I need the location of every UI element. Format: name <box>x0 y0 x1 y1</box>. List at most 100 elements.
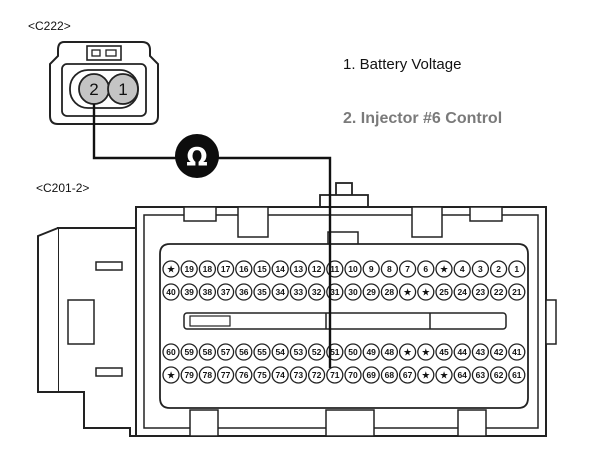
c201-2-pin-label: 12 <box>312 264 322 274</box>
c201-2-pin-cell <box>398 343 417 361</box>
c201-2-pin-cell <box>417 343 435 361</box>
c201-2-pin-label: 64 <box>457 370 467 380</box>
c201-2-pin-cell <box>326 366 344 384</box>
c201-2-pin-label: 55 <box>257 347 267 357</box>
c201-2-pin-label: 40 <box>166 287 176 297</box>
c201-2-pin-label: 45 <box>439 347 449 357</box>
c201-2-pin-cell <box>417 366 435 384</box>
c201-2-pin-label: 53 <box>294 347 304 357</box>
c201-2-pin-label: 33 <box>294 287 304 297</box>
c201-2-pin-label: 61 <box>512 370 522 380</box>
c201-2-pin-label: 71 <box>330 370 340 380</box>
c201-2-pin-cell <box>162 343 180 361</box>
c201-2-pin-label: 6 <box>423 264 428 274</box>
c201-2-pin-label: 34 <box>275 287 285 297</box>
c201-2-pin-label: 11 <box>330 264 339 274</box>
c201-2-pin-cell <box>162 283 180 301</box>
c201-2-pin-label: 22 <box>494 287 504 297</box>
c201-2-pin-label: 9 <box>369 264 374 274</box>
c201-2-pin-blank-star: ★ <box>404 347 413 357</box>
c201-2-pin-cell <box>471 366 490 384</box>
c201-2-pin-cell <box>307 366 326 384</box>
c201-2-pin-label: 57 <box>221 347 231 357</box>
c201-2-pin-label: 67 <box>403 370 413 380</box>
c201-2-pin-cell <box>344 366 362 384</box>
c201-2-pin-cell <box>398 260 417 278</box>
c201-2-pin-label: 13 <box>294 264 304 274</box>
c201-2-pin-label: 52 <box>312 347 322 357</box>
legend-battery-voltage: 1. Battery Voltage <box>343 56 461 73</box>
c201-2-pin-cell <box>453 343 471 361</box>
c201-2-pin-label: 63 <box>476 370 486 380</box>
c201-2-pin-label: 56 <box>239 347 249 357</box>
c201-2-pin-cell <box>453 283 471 301</box>
c201-2-pin-cell <box>289 343 308 361</box>
c201-2-pin-cell <box>435 283 453 301</box>
c201-2-pin-cell <box>362 343 380 361</box>
c201-2-pin-label: 7 <box>405 264 410 274</box>
c201-2-pin-cell <box>453 366 471 384</box>
c201-2-label: <C201-2> <box>36 181 89 195</box>
c201-2-pin-cell <box>216 283 235 301</box>
c201-2-pin-cell <box>362 366 380 384</box>
c201-2-pin-cell <box>307 283 326 301</box>
c201-2-pin-label: 74 <box>275 370 285 380</box>
c201-2-pin-cell <box>307 260 326 278</box>
c201-2-pin-cell <box>417 260 435 278</box>
c201-2-pin-cell <box>471 343 490 361</box>
c201-2-pin-cell <box>235 260 253 278</box>
c201-2-pin-cell <box>435 366 453 384</box>
c201-2-pin-cell <box>471 283 490 301</box>
c201-2-pin-cell <box>508 366 526 384</box>
c201-2-pin-cell <box>162 366 180 384</box>
c201-2-pin-label: 8 <box>387 264 392 274</box>
c201-2-pin-cell <box>398 366 417 384</box>
c201-2-pin-cell <box>362 260 380 278</box>
c201-2-pin-cell <box>508 343 526 361</box>
c201-2-pin-label: 78 <box>203 370 213 380</box>
c222-pin-2-label: 2 <box>89 80 98 99</box>
c201-2-pin-blank-star: ★ <box>167 370 176 380</box>
c201-2-pin-cell <box>198 260 217 278</box>
c201-2-pin-cell <box>180 343 198 361</box>
c201-2-pin-cell <box>398 283 417 301</box>
c201-2-pin-cell <box>344 260 362 278</box>
c201-2-pin-label: 18 <box>203 264 213 274</box>
c201-2-pin-cell <box>253 283 271 301</box>
c201-2-pin-label: 16 <box>239 264 249 274</box>
c201-2-pin-label: 77 <box>221 370 231 380</box>
c201-2-pin-cell <box>180 283 198 301</box>
ohm-glyph: Ω <box>186 142 207 171</box>
c201-2-pin-cell <box>489 343 508 361</box>
c201-2-pin-label: 29 <box>366 287 376 297</box>
c201-2-pin-label: 42 <box>494 347 504 357</box>
c201-2-pin-cell <box>344 283 362 301</box>
c201-2-pin-cell <box>216 366 235 384</box>
ohm-meter-icon: Ω <box>175 134 219 178</box>
c201-2-pin-label: 75 <box>257 370 267 380</box>
c201-2-pin-cell <box>307 343 326 361</box>
c201-2-pin-cell <box>508 260 526 278</box>
c201-2-pin-cell <box>435 260 453 278</box>
c201-2-pin-label: 30 <box>348 287 358 297</box>
c201-2-pin-cell <box>289 283 308 301</box>
c201-2-pin-cell <box>198 343 217 361</box>
c201-2-pin-cell <box>362 283 380 301</box>
c201-2-pin-cell <box>380 283 399 301</box>
c201-2-pin-cell <box>253 260 271 278</box>
c201-2-pin-label: 35 <box>257 287 267 297</box>
c201-2-pin-cell <box>271 260 289 278</box>
c222-pin-1 <box>107 73 139 105</box>
c201-2-pin-cell <box>471 260 490 278</box>
c201-2-key-bar <box>183 312 507 330</box>
c201-2-pin-label: 4 <box>460 264 465 274</box>
c201-2-pin-cell <box>235 343 253 361</box>
c201-2-pin-label: 19 <box>184 264 194 274</box>
c201-2-pin-cell <box>216 343 235 361</box>
c201-2-pin-label: 54 <box>275 347 285 357</box>
c201-2-pin-label: 58 <box>203 347 213 357</box>
c201-2-pin-label: 44 <box>457 347 467 357</box>
c201-2-pin-label: 69 <box>366 370 376 380</box>
